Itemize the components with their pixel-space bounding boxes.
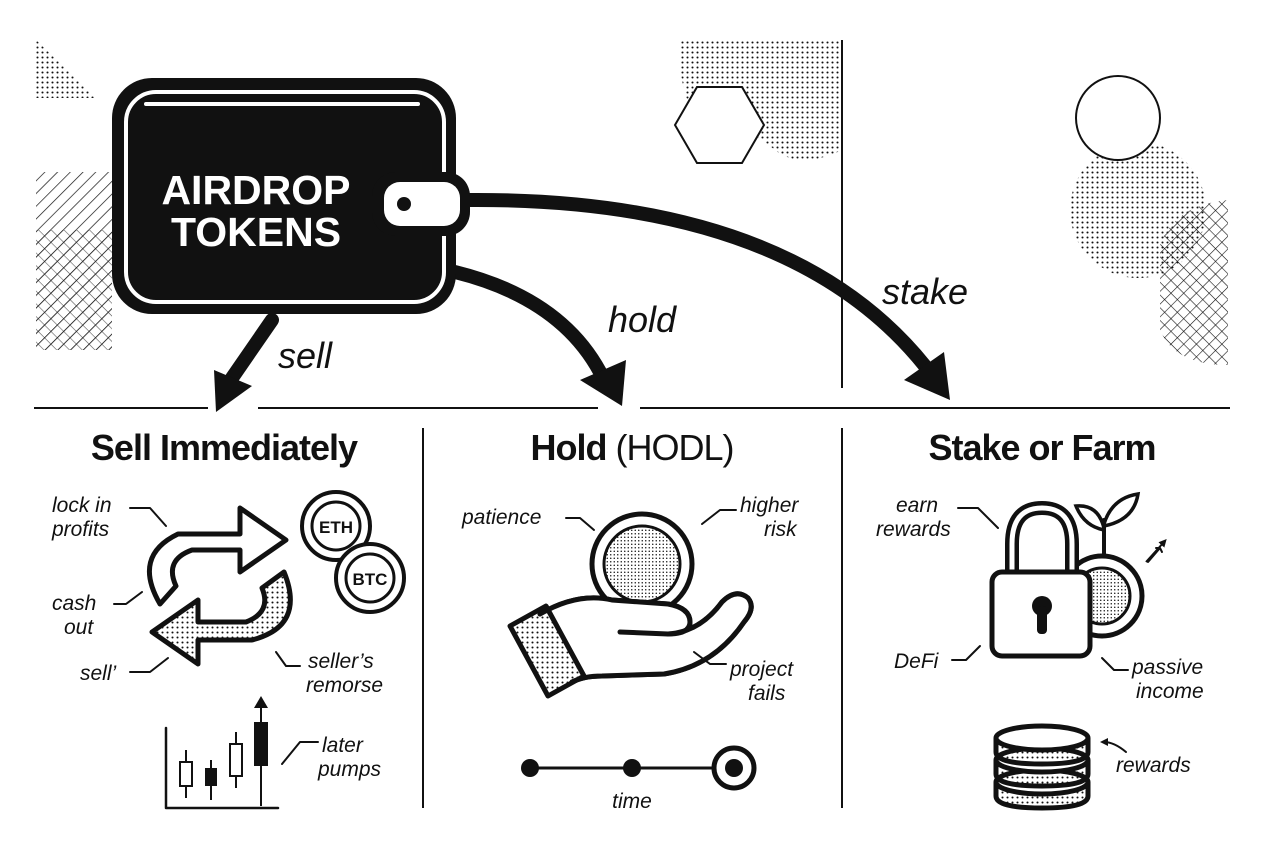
flow-label-stake: stake xyxy=(882,271,968,312)
coin-label-btc: BTC xyxy=(353,570,388,589)
sell-arrow-shaft xyxy=(225,313,279,385)
sell-arrow-head xyxy=(214,370,252,412)
hold-arrow-shaft xyxy=(448,265,607,379)
crosshatch-block-right xyxy=(1160,200,1228,365)
label-pumps-1: later xyxy=(322,734,364,757)
flow-label-hold: hold xyxy=(608,299,677,340)
label-cash-out-1: cash xyxy=(52,592,96,615)
section-title-stake: Stake or Farm xyxy=(928,427,1155,468)
stake-arrow-shaft xyxy=(463,192,932,373)
label-passive-income-1: passive xyxy=(1131,656,1203,679)
leaf-right xyxy=(1102,491,1141,529)
section-stake: Stake or Farm earn rewards DeFi passive … xyxy=(876,427,1204,811)
coin-label-eth: ETH xyxy=(319,518,353,537)
label-lock-in-2: profits xyxy=(51,518,110,541)
label-higher-risk-2: risk xyxy=(764,518,798,541)
label-project-fails-1: project xyxy=(729,658,794,681)
coin-stack-icon xyxy=(993,723,1091,811)
crosshatch-block-left xyxy=(36,230,112,350)
outline-circle-right xyxy=(1075,75,1161,161)
background-textures xyxy=(36,40,1228,388)
wallet-icon: AIRDROP TOKENS xyxy=(112,78,470,314)
wallet-title-line1: AIRDROP xyxy=(161,167,350,213)
flow-label-sell: sell xyxy=(278,335,333,376)
hexagon-shape xyxy=(673,86,766,164)
label-time: time xyxy=(612,790,652,813)
sleeve-cuff xyxy=(507,603,587,699)
label-remorse-1: seller’s xyxy=(308,650,374,673)
label-project-fails-2: fails xyxy=(748,682,786,705)
label-earn-rewards-2: rewards xyxy=(876,518,951,541)
eth-coin-icon: ETH xyxy=(300,490,372,562)
btc-coin-icon: BTC xyxy=(334,542,406,614)
section-title-hold-light: (HODL) xyxy=(606,427,733,468)
label-cash-out-2: out xyxy=(64,616,94,639)
stake-arrow-head xyxy=(904,352,950,400)
dot-cloud-top xyxy=(679,40,842,160)
label-pumps-2: pumps xyxy=(317,758,382,781)
hand-holding-coin-icon xyxy=(507,511,754,699)
section-sell: Sell Immediately ETH BTC lock in profits… xyxy=(51,427,406,810)
label-sell-note: sell’ xyxy=(80,662,117,685)
hold-arrow-head xyxy=(580,360,626,406)
leaf-left xyxy=(1073,504,1106,533)
wallet-clasp xyxy=(397,197,411,211)
rewards-arrow-icon xyxy=(1100,738,1127,753)
candlestick-chart-icon xyxy=(164,696,280,810)
section-hold: Hold (HODL) patience higher risk project… xyxy=(461,427,799,813)
padlock-icon xyxy=(989,500,1093,659)
growth-arrow-icon xyxy=(1147,547,1163,563)
timeline-icon xyxy=(521,745,757,791)
wallet-title-line2: TOKENS xyxy=(171,209,341,255)
section-title-hold-bold: Hold xyxy=(531,427,607,468)
label-rewards: rewards xyxy=(1116,754,1191,777)
label-patience: patience xyxy=(461,506,541,529)
section-title-hold: Hold (HODL) xyxy=(531,427,734,468)
section-title-sell: Sell Immediately xyxy=(91,427,358,468)
label-earn-rewards-1: earn xyxy=(896,494,938,517)
label-passive-income-2: income xyxy=(1136,680,1204,703)
label-lock-in-1: lock in xyxy=(52,494,112,517)
label-higher-risk-1: higher xyxy=(740,494,799,517)
label-defi: DeFi xyxy=(894,650,940,673)
corner-dot-triangle xyxy=(36,40,96,98)
swap-arrows-icon xyxy=(146,505,293,667)
label-remorse-2: remorse xyxy=(306,674,383,697)
flow-arrows: sell hold stake xyxy=(214,192,968,412)
